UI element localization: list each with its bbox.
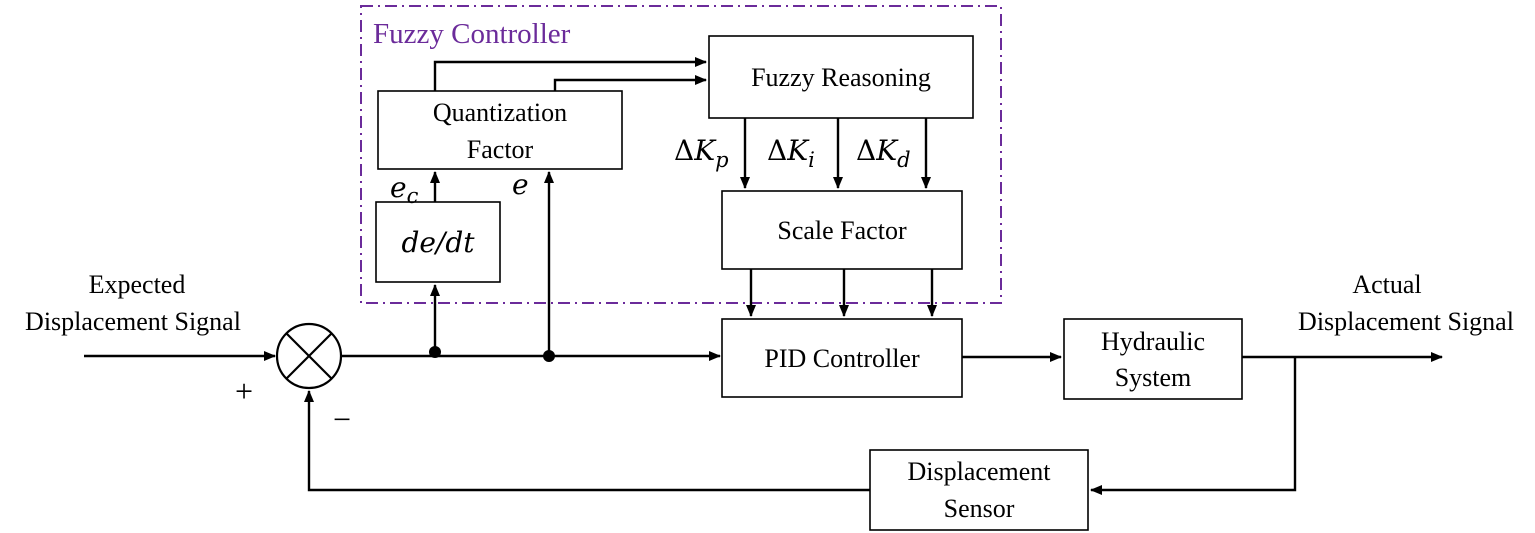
output-label-line1: Actual bbox=[1352, 270, 1421, 299]
fuzzy-reasoning-block: Fuzzy Reasoning bbox=[708, 35, 974, 119]
pid-controller-block: PID Controller bbox=[721, 318, 963, 398]
summing-junction bbox=[275, 322, 343, 390]
error-label: e bbox=[512, 168, 529, 201]
sensor-label-line2: Sensor bbox=[944, 494, 1015, 523]
sensor-to-junction-arrow bbox=[304, 390, 870, 492]
hydraulic-label-line1: Hydraulic bbox=[1101, 327, 1205, 356]
output-label-line2: Displacement Signal bbox=[1298, 307, 1514, 336]
fuzzy-controller-frame bbox=[360, 5, 1002, 304]
scale-factor-block: Scale Factor bbox=[721, 190, 963, 270]
pid-controller-label: PID Controller bbox=[764, 344, 920, 373]
sensor-label-line1: Displacement bbox=[908, 457, 1052, 486]
quantization-label-line2: Factor bbox=[467, 135, 534, 164]
quantization-factor-block: Quantization Factor bbox=[377, 90, 623, 170]
displacement-sensor-block: Displacement Sensor bbox=[869, 449, 1089, 531]
scale-factor-label: Scale Factor bbox=[777, 216, 907, 245]
derivative-label: de/dt bbox=[401, 226, 475, 259]
quantization-to-reasoning-arrow-1 bbox=[433, 57, 707, 91]
branch-dot-error bbox=[543, 350, 555, 362]
input-label-line1: Expected bbox=[89, 270, 186, 299]
quantization-label-line1: Quantization bbox=[433, 98, 567, 127]
input-label-line2: Displacement Signal bbox=[25, 307, 241, 336]
delta-kd-label: ΔKd bbox=[856, 134, 911, 172]
hydraulic-label-line2: System bbox=[1115, 363, 1192, 392]
quantization-to-reasoning-arrow-2 bbox=[553, 75, 707, 91]
delta-kp-label: ΔKp bbox=[674, 134, 729, 172]
hydraulic-system-block: Hydraulic System bbox=[1063, 318, 1243, 400]
derivative-block: de/dt bbox=[375, 201, 501, 283]
error-rate-label: ec bbox=[390, 171, 419, 208]
plus-sign: + bbox=[235, 373, 253, 409]
branch-dot-derivative bbox=[429, 346, 441, 358]
fuzzy-reasoning-label: Fuzzy Reasoning bbox=[751, 63, 931, 92]
minus-sign: − bbox=[333, 401, 351, 437]
fuzzy-controller-title: Fuzzy Controller bbox=[373, 18, 571, 50]
delta-ki-label: ΔKi bbox=[767, 134, 815, 172]
feedback-to-sensor-arrow bbox=[1090, 357, 1297, 495]
